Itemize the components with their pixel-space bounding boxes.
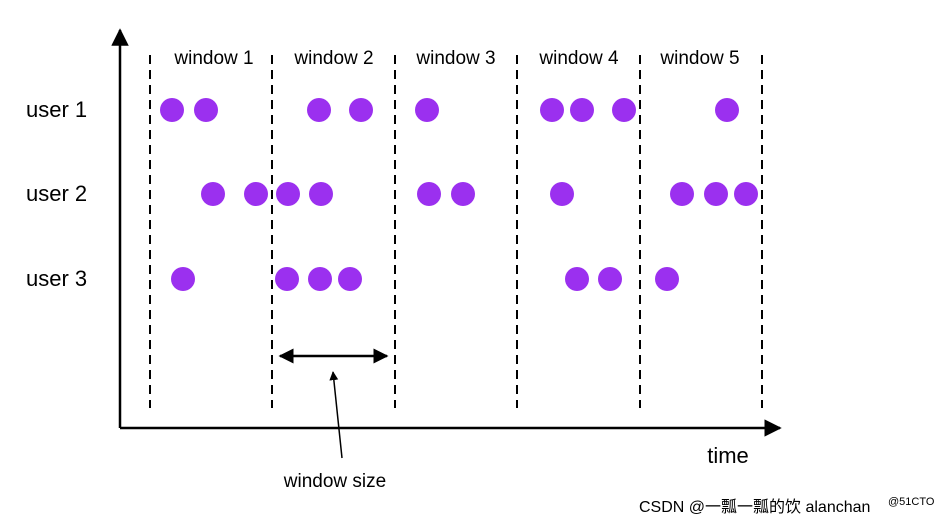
event-dot xyxy=(244,182,268,206)
window-size-label: window size xyxy=(283,471,386,492)
event-dot xyxy=(349,98,373,122)
event-dot xyxy=(570,98,594,122)
window-label-1: window 1 xyxy=(173,48,253,69)
event-dot xyxy=(451,182,475,206)
event-dot xyxy=(309,182,333,206)
window-size-pointer xyxy=(329,371,343,459)
user-label-2: user 2 xyxy=(26,181,87,206)
window-label-5: window 5 xyxy=(659,48,739,69)
event-dot xyxy=(612,98,636,122)
event-dot xyxy=(276,182,300,206)
window-label-4: window 4 xyxy=(538,48,619,69)
user-2-events xyxy=(201,182,758,206)
event-dot xyxy=(171,267,195,291)
event-dot xyxy=(194,98,218,122)
window-label-2: window 2 xyxy=(293,48,373,69)
event-dot xyxy=(540,98,564,122)
window-boundaries xyxy=(149,55,763,408)
event-dot xyxy=(201,182,225,206)
event-dot xyxy=(734,182,758,206)
event-dot xyxy=(715,98,739,122)
event-dot xyxy=(417,182,441,206)
x-axis-label: time xyxy=(707,443,749,468)
event-dot xyxy=(338,267,362,291)
event-dot xyxy=(704,182,728,206)
event-dot xyxy=(415,98,439,122)
event-dot xyxy=(655,267,679,291)
event-dot xyxy=(308,267,332,291)
user-3-events xyxy=(171,267,679,291)
event-dot xyxy=(565,267,589,291)
event-dot xyxy=(550,182,574,206)
user-label-1: user 1 xyxy=(26,97,87,122)
event-dot xyxy=(307,98,331,122)
window-label-3: window 3 xyxy=(415,48,495,69)
user-1-events xyxy=(160,98,739,122)
watermark-text: CSDN @一瓢一瓢的饮 alanchan xyxy=(639,498,870,516)
event-dot xyxy=(160,98,184,122)
watermark-faint: @51CTO xyxy=(888,496,935,508)
event-dot xyxy=(670,182,694,206)
user-label-3: user 3 xyxy=(26,266,87,291)
event-dot xyxy=(275,267,299,291)
event-dot xyxy=(598,267,622,291)
